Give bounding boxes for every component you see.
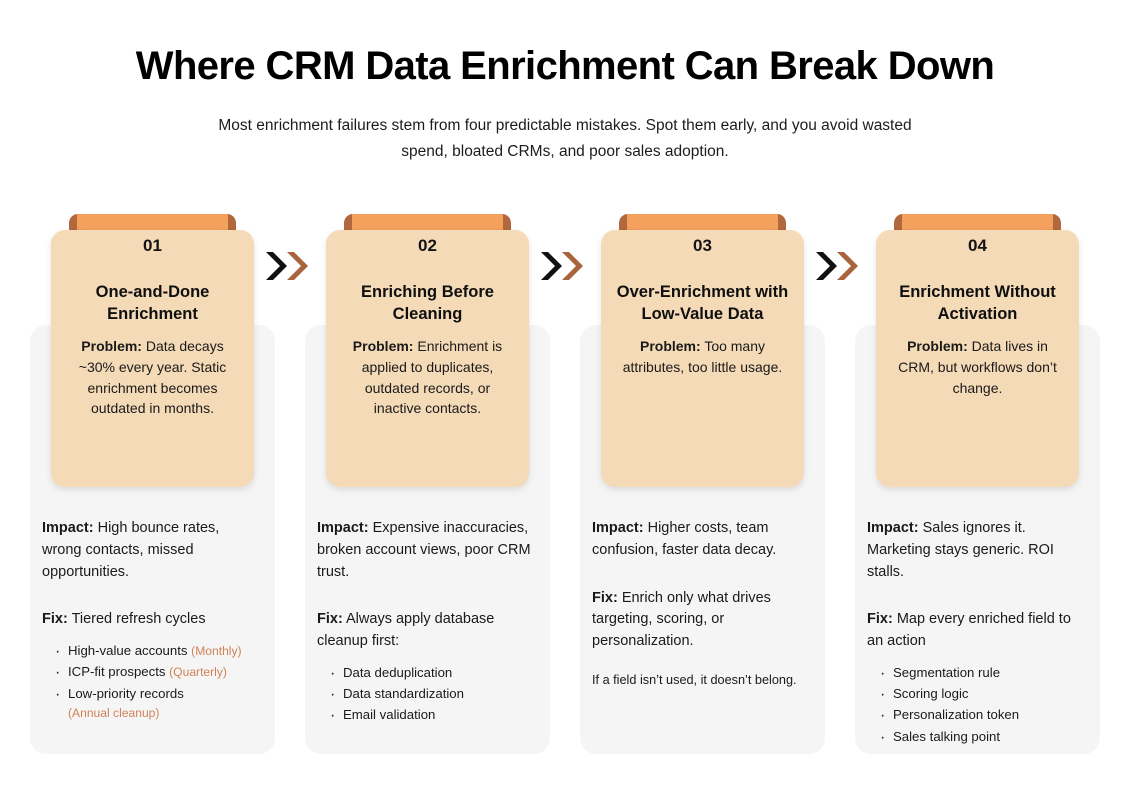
- page-title: Where CRM Data Enrichment Can Break Down: [135, 44, 995, 88]
- fix-bullet-item: Email validation: [330, 704, 535, 728]
- page-subtitle: Most enrichment failures stem from four …: [218, 116, 912, 161]
- fix-bullet-list: High-value accounts (Monthly)ICP-fit pro…: [42, 640, 260, 723]
- card-fix: Fix: Enrich only what drives targeting, …: [592, 588, 810, 653]
- card-fix: Fix: Always apply database cleanup first…: [317, 609, 535, 653]
- problem-text: Too many attributes, too little usage.: [622, 337, 783, 375]
- fix-bullet-note: (Annual cleanup): [68, 705, 160, 720]
- fix-bullet-item: Scoring logic: [880, 683, 1085, 707]
- impact-label: Impact:: [592, 520, 644, 536]
- card-impact: Impact: Expensive inaccuracies, broken a…: [317, 518, 535, 583]
- fix-text: Tiered refresh cycles: [71, 611, 206, 628]
- card-title: One-and-Done Enrichment: [95, 283, 210, 323]
- fix-bullet-text: Data deduplication: [343, 664, 453, 680]
- chevron-separator-2: [539, 250, 585, 282]
- fix-bullet-item: Personalization token: [880, 704, 1085, 728]
- fix-label: Fix:: [867, 611, 893, 628]
- problem-text: Enrichment is applied to duplicates, out…: [361, 337, 503, 417]
- problem-label: Problem:: [352, 337, 414, 354]
- card-detail-block: Impact: Higher costs, team confusion, fa…: [592, 518, 810, 690]
- fix-bullet-item: Sales talking point: [880, 726, 1085, 750]
- card-detail-block: Impact: Expensive inaccuracies, broken a…: [317, 518, 535, 728]
- impact-label: Impact:: [317, 520, 369, 536]
- step-number: 01: [143, 236, 162, 255]
- card-problem: Problem: Data lives in CRM, but workflow…: [890, 336, 1065, 399]
- card-detail-block: Impact: High bounce rates, wrong contact…: [42, 518, 260, 724]
- fix-bullet-text: Personalization token: [893, 707, 1020, 723]
- fix-bullet-item: Data deduplication: [330, 662, 535, 686]
- fix-bullet-item: Low-priority records (Annual cleanup): [55, 683, 260, 723]
- fix-bullet-item: ICP-fit prospects (Quarterly): [55, 661, 260, 685]
- card-fix: Fix: Map every enriched field to an acti…: [867, 609, 1085, 653]
- fix-label: Fix:: [592, 589, 618, 606]
- fix-label: Fix:: [42, 611, 68, 628]
- step-number: 04: [968, 236, 987, 255]
- impact-label: Impact:: [867, 520, 919, 536]
- card-problem: Problem: Enrichment is applied to duplic…: [340, 336, 515, 419]
- card-title: Enriching Before Cleaning: [361, 283, 494, 323]
- impact-text: Higher costs, team confusion, faster dat…: [592, 520, 777, 558]
- fix-bullet-item: Segmentation rule: [880, 662, 1085, 686]
- fix-text: Enrich only what drives targeting, scori…: [592, 589, 771, 650]
- fix-bullet-text: Data standardization: [343, 686, 464, 702]
- fix-bullet-text: High-value accounts: [68, 643, 188, 658]
- chevron-separator-1: [264, 250, 310, 282]
- infographic-header: Where CRM Data Enrichment Can Break Down…: [0, 0, 1130, 166]
- fix-bullet-text: Segmentation rule: [893, 664, 1001, 680]
- fix-bullet-item: High-value accounts (Monthly): [55, 640, 260, 664]
- card-detail-block: Impact: Sales ignores it. Marketing stay…: [867, 518, 1085, 750]
- step-number: 03: [693, 236, 712, 255]
- card-fix: Fix: Tiered refresh cycles: [42, 609, 260, 631]
- fix-label: Fix:: [317, 611, 343, 628]
- impact-text: Sales ignores it. Marketing stays generi…: [867, 520, 1054, 580]
- chevron-separator-3: [814, 250, 860, 282]
- fix-text: Map every enriched field to an action: [867, 611, 1071, 649]
- card-title: Enrichment Without Activation: [899, 283, 1056, 323]
- fix-bullet-list: Data deduplicationData standardizationEm…: [317, 662, 535, 728]
- fix-bullet-text: Sales talking point: [893, 728, 1001, 744]
- card-impact: Impact: High bounce rates, wrong contact…: [42, 518, 260, 583]
- fix-bullet-text: Email validation: [343, 707, 436, 723]
- fix-bullet-text: ICP-fit prospects: [68, 664, 166, 680]
- fix-bullet-text: Scoring logic: [893, 686, 969, 702]
- fix-bullet-list: Segmentation ruleScoring logicPersonaliz…: [867, 662, 1085, 750]
- step-number: 02: [418, 236, 437, 255]
- card-title: Over-Enrichment with Low-Value Data: [616, 283, 789, 323]
- problem-label: Problem:: [639, 337, 701, 354]
- card-problem: Problem: Too many attributes, too little…: [615, 336, 790, 378]
- fix-bullet-note: (Monthly): [191, 644, 242, 658]
- card-problem: Problem: Data decays ~30% every year. St…: [65, 336, 240, 419]
- problem-label: Problem:: [81, 337, 142, 354]
- impact-text: Expensive inaccuracies, broken account v…: [317, 520, 531, 580]
- card-impact: Impact: Higher costs, team confusion, fa…: [592, 518, 810, 562]
- card-impact: Impact: Sales ignores it. Marketing stay…: [867, 518, 1085, 583]
- problem-text: Data lives in CRM, but workflows don’t c…: [898, 337, 1057, 396]
- fix-footnote: If a field isn’t used, it doesn’t belong…: [592, 672, 797, 687]
- fix-bullet-note: (Quarterly): [169, 665, 227, 680]
- fix-text: Always apply database cleanup first:: [317, 611, 495, 649]
- impact-text: High bounce rates, wrong contacts, misse…: [42, 520, 220, 580]
- fix-bullet-text: Low-priority records: [68, 685, 184, 701]
- problem-text: Data decays ~30% every year. Static enri…: [78, 337, 227, 417]
- impact-label: Impact:: [42, 520, 94, 536]
- problem-label: Problem:: [907, 337, 968, 354]
- fix-bullet-item: Data standardization: [330, 683, 535, 707]
